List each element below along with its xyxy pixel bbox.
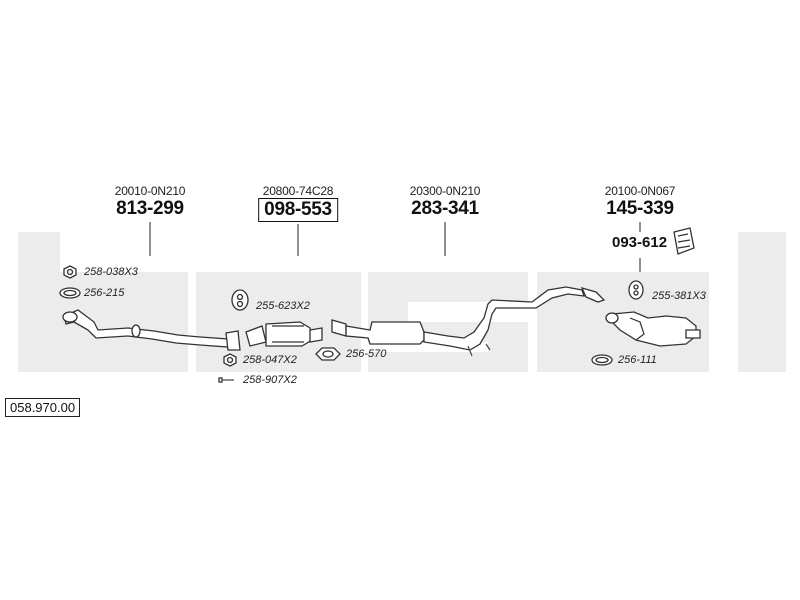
nut-icon	[63, 265, 77, 279]
bracket-drawing	[673, 227, 695, 255]
part-number[interactable]: 813-299	[116, 198, 184, 219]
accessory-label[interactable]: 256-570	[346, 348, 387, 360]
accessory-label[interactable]: 256-215	[84, 287, 125, 299]
gasket-ring-icon	[59, 287, 81, 299]
oem-number: 20300-0N210	[409, 184, 481, 198]
nut-icon	[223, 353, 237, 367]
extra-part-number[interactable]: 093-612	[612, 234, 668, 251]
part-number[interactable]: 098-553	[258, 198, 338, 222]
rubber-hanger-icon	[628, 280, 644, 300]
accessory-label[interactable]: 258-038X3	[84, 266, 138, 278]
oem-number: 20100-0N067	[604, 184, 676, 198]
part-number[interactable]: 283-341	[411, 198, 479, 219]
catalog-number: 058.970.00	[5, 398, 81, 417]
catalyst-drawing	[245, 321, 323, 347]
flange-gasket-icon	[315, 347, 341, 361]
gasket-ring-icon	[591, 354, 613, 366]
rear-silencer-drawing	[605, 311, 701, 347]
accessory-label[interactable]: 255-381X3	[652, 290, 706, 302]
accessory-label[interactable]: 256-111	[618, 354, 657, 366]
rubber-hanger-icon	[231, 289, 249, 311]
part-number[interactable]: 145-339	[606, 198, 674, 219]
middle-silencer-drawing	[331, 286, 606, 357]
accessory-label[interactable]: 258-047X2	[243, 354, 297, 366]
oem-number: 20010-0N210	[114, 184, 186, 198]
oem-number: 20800-74C28	[262, 184, 334, 198]
bolt-icon	[218, 377, 234, 383]
front-pipe-drawing	[62, 309, 241, 351]
accessory-label[interactable]: 255-623X2	[256, 300, 310, 312]
accessory-label[interactable]: 258-907X2	[243, 374, 297, 386]
